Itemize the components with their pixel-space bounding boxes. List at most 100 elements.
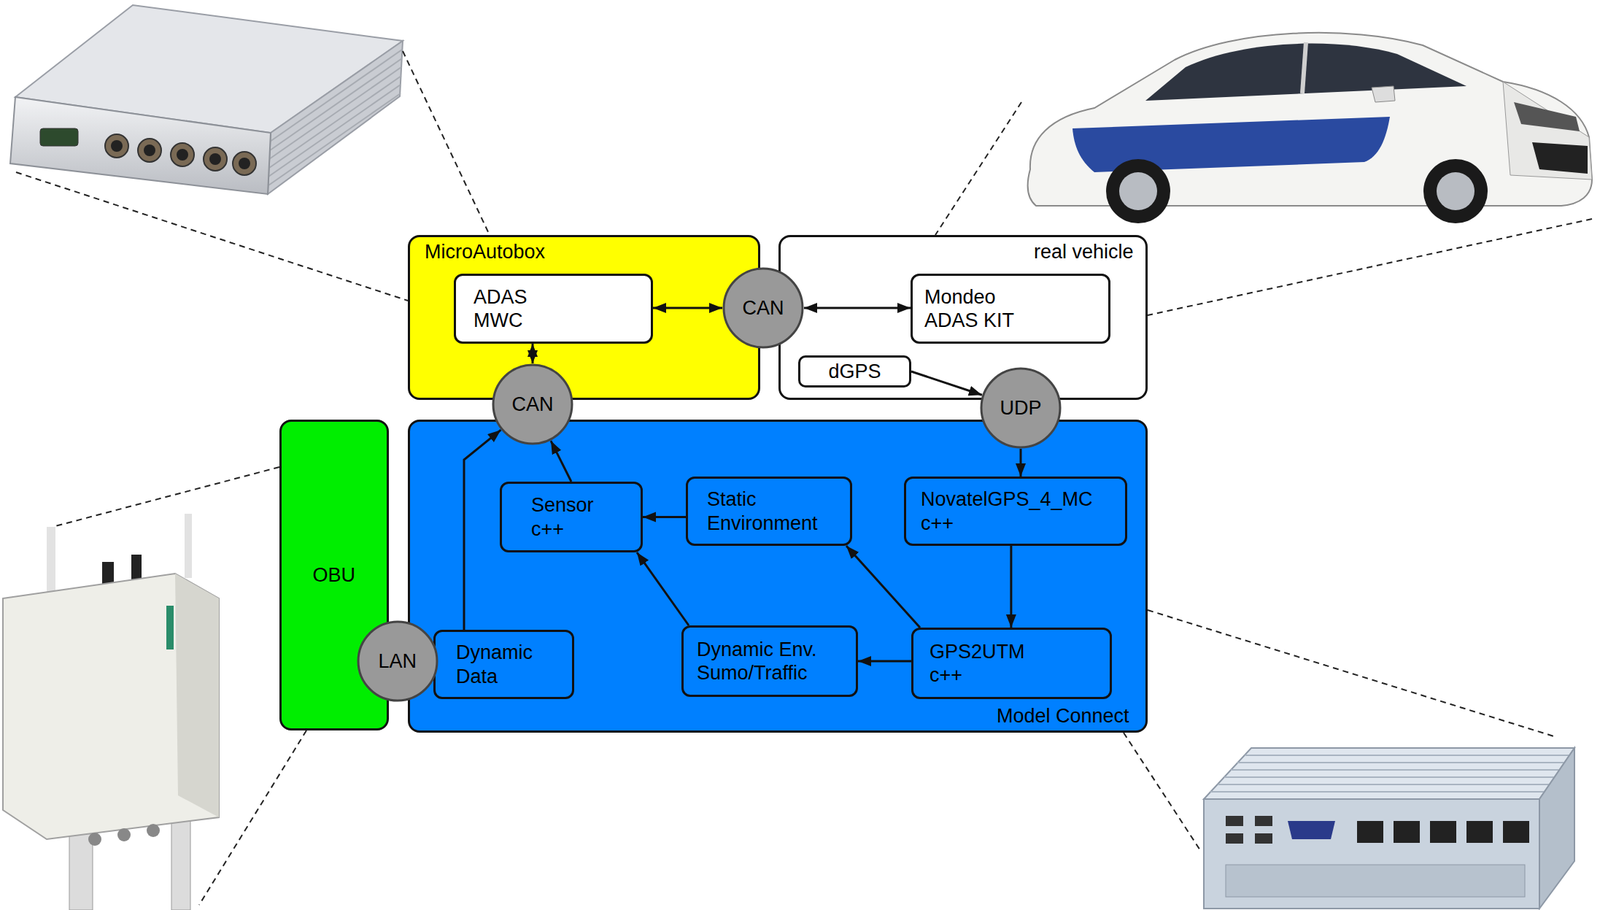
microautobox-photo — [105, 134, 129, 158]
vehicle-photo — [1371, 86, 1395, 103]
node-label: UDP — [999, 396, 1042, 420]
vehicle-photo — [1436, 172, 1475, 211]
computer-photo — [1230, 768, 1560, 771]
connector-arrow — [1019, 448, 1023, 477]
computer-photo — [1237, 761, 1565, 764]
computer-photo — [1203, 747, 1575, 799]
circle-fill — [493, 364, 573, 444]
node-label: dGPS — [828, 359, 881, 384]
vehicle-photo — [1513, 102, 1580, 132]
microautobox-photo — [10, 5, 403, 195]
node-label: Dynamic Data — [455, 640, 544, 689]
vehicle-photo — [1502, 81, 1592, 180]
process-box: dGPS — [798, 355, 912, 388]
microautobox-photo — [238, 157, 251, 170]
vehicle-photo — [1027, 32, 1592, 224]
computer-photo — [1466, 820, 1493, 843]
node-label: Mondeo ADAS KIT — [924, 285, 1049, 333]
vehicle-photo — [1072, 116, 1390, 173]
computer-photo — [1210, 755, 1570, 792]
node-label: MicroAutobox — [424, 240, 546, 264]
node-label: NovatelGPS_4_MC c++ — [920, 487, 1111, 535]
vehicle-photo — [1532, 142, 1588, 174]
microautobox-photo — [110, 140, 123, 152]
connector-arrow — [911, 371, 983, 395]
microautobox-photo — [40, 128, 79, 146]
connector-arrow — [636, 552, 689, 626]
microautobox-photo — [137, 138, 162, 162]
process-box: ADAS MWC — [453, 273, 653, 344]
microautobox-photo — [10, 97, 271, 195]
leader-line — [1147, 218, 1592, 316]
vehicle-photo — [1119, 172, 1158, 211]
computer-photo — [1430, 820, 1457, 843]
computer-photo — [1287, 820, 1336, 840]
microautobox-photo — [267, 40, 403, 195]
obu-photo — [175, 573, 219, 818]
obu-photo — [171, 813, 191, 910]
connector-arrow — [550, 440, 572, 482]
leader-line — [402, 51, 490, 235]
leader-line — [199, 730, 307, 905]
leader-line — [16, 172, 408, 301]
microautobox-photo — [268, 49, 403, 186]
node-label: CAN — [741, 296, 784, 320]
obu-photo — [88, 832, 102, 846]
bus-circle: CAN — [722, 267, 805, 349]
microautobox-photo — [176, 148, 189, 161]
circle-fill — [981, 368, 1061, 448]
vehicle-photo — [1423, 159, 1488, 224]
bus-circle: UDP — [979, 366, 1062, 449]
computer-photo — [1357, 820, 1384, 843]
leader-line — [1123, 732, 1201, 850]
obu-photo — [46, 526, 56, 594]
node-label: CAN — [511, 392, 554, 416]
node-label: Sensor c++ — [531, 493, 612, 541]
connector-arrow — [642, 515, 686, 519]
obu-photo — [2, 513, 219, 910]
leader-line — [52, 466, 280, 527]
node-label: real vehicle — [1033, 240, 1134, 264]
node-label: ADAS MWC — [473, 285, 554, 333]
computer-photo — [1393, 820, 1420, 843]
obu-photo — [146, 823, 160, 837]
hardware-panel: MicroAutoboxADAS MWC — [407, 234, 761, 400]
microautobox-photo — [269, 49, 403, 142]
node-label: OBU — [312, 563, 357, 587]
node-label: Model Connect — [996, 704, 1130, 728]
microautobox-photo — [269, 67, 402, 160]
bus-circle: CAN — [491, 363, 574, 446]
computer-photo — [1225, 833, 1244, 844]
node-label: GPS2UTM c++ — [929, 639, 1039, 688]
microautobox-photo — [170, 143, 195, 167]
computer-photo — [1203, 798, 1540, 909]
microautobox-photo — [209, 153, 222, 165]
node-label: Dynamic Env. Sumo/Traffic — [696, 637, 843, 686]
computer-photo — [1244, 754, 1570, 756]
leader-line — [935, 102, 1022, 235]
computer-photo — [1502, 820, 1530, 843]
obu-photo — [184, 513, 192, 578]
microautobox-photo — [268, 84, 401, 177]
process-box: Mondeo ADAS KIT — [910, 273, 1111, 344]
vehicle-photo — [1302, 42, 1306, 94]
obu-photo — [166, 605, 174, 650]
bus-circle: LAN — [356, 620, 439, 702]
computer-photo — [1254, 815, 1273, 826]
obu-photo — [2, 573, 219, 840]
vehicle-panel: real vehicleMondeo ADAS KIT dGPS — [778, 234, 1148, 400]
microautobox-photo — [269, 75, 402, 168]
process-box: Dynamic Data — [433, 629, 575, 699]
connector-arrow — [804, 307, 911, 310]
microautobox-photo — [203, 147, 227, 171]
connector-arrow — [464, 429, 501, 630]
computer-photo — [1224, 776, 1555, 778]
leader-line — [1147, 609, 1557, 737]
connector-arrow — [846, 545, 921, 628]
software-panel: Model ConnectSensor c++Static Environmen… — [407, 419, 1148, 733]
connector-arrow — [858, 660, 912, 663]
computer-photo — [1254, 833, 1273, 844]
